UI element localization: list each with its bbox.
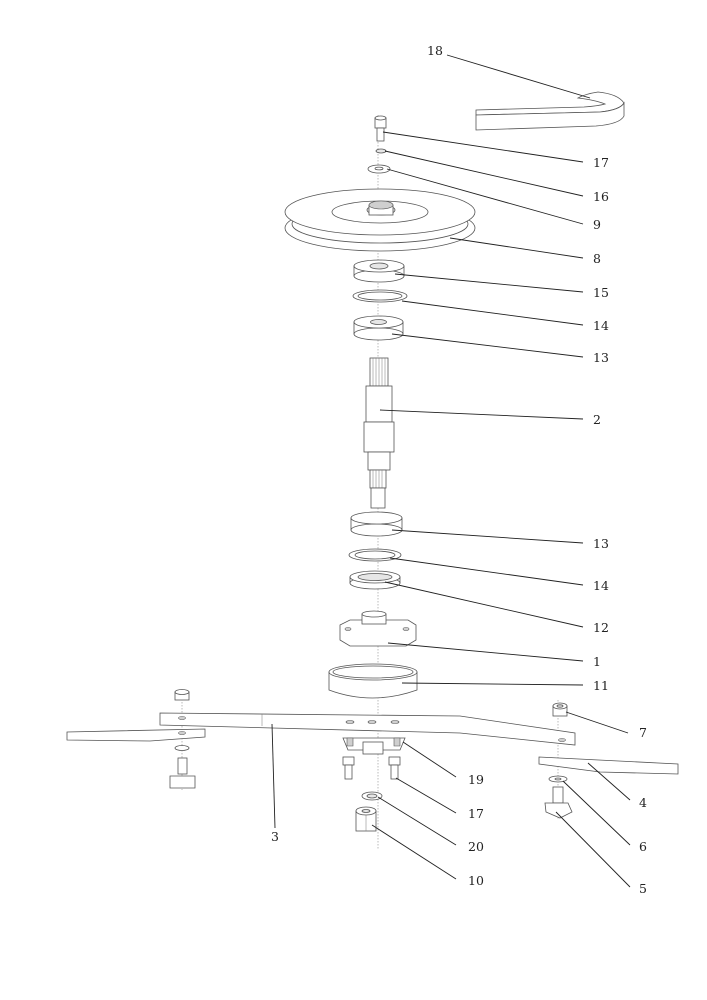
part-4-right-blade — [538, 756, 679, 775]
left-washer — [174, 745, 190, 751]
part-7-nut — [552, 702, 568, 717]
part-14-circlip-upper — [352, 289, 408, 303]
part-14-circlip-lower — [348, 548, 402, 562]
part-8-pulley — [284, 188, 476, 252]
leader-lines — [271, 54, 631, 888]
callout-9: 9 — [593, 217, 601, 232]
part-20-washer — [361, 791, 383, 801]
part-18-curved-guard — [475, 91, 625, 131]
callout-11: 11 — [593, 678, 609, 693]
callout-13-lower: 13 — [593, 536, 609, 551]
callout-17-lower: 17 — [468, 806, 484, 821]
part-13-bearing-lower — [350, 511, 403, 537]
callout-8: 8 — [593, 251, 601, 266]
callout-2: 2 — [593, 412, 601, 427]
callout-14-upper: 14 — [593, 318, 609, 333]
part-11-cover-ring — [328, 663, 418, 699]
part-1-housing — [339, 610, 417, 647]
left-bolt — [169, 757, 196, 789]
part-12-seal — [349, 570, 401, 590]
part-5-bolt — [544, 786, 573, 819]
callout-10: 10 — [468, 873, 484, 888]
part-2-spindle-shaft — [363, 357, 395, 509]
callout-12: 12 — [593, 620, 609, 635]
left-top-nut — [174, 689, 190, 701]
left-blade — [66, 728, 206, 742]
part-10-nut — [355, 806, 377, 832]
callout-7: 7 — [639, 725, 647, 740]
callout-16: 16 — [593, 189, 609, 204]
callout-5: 5 — [639, 881, 647, 896]
callout-3: 3 — [271, 829, 279, 844]
part-17-top-bolt — [374, 115, 387, 142]
callout-labels: 18 17 16 9 8 15 14 13 2 13 14 12 1 11 7 … — [271, 43, 647, 896]
part-9-washer — [367, 164, 391, 174]
callout-13-upper: 13 — [593, 350, 609, 365]
callout-15: 15 — [593, 285, 609, 300]
part-15-spacer — [353, 259, 405, 283]
part-16-lock-washer — [375, 148, 387, 154]
callout-17-top: 17 — [593, 155, 609, 170]
part-13-bearing-upper — [353, 315, 404, 341]
callout-14-lower: 14 — [593, 578, 609, 593]
callout-1: 1 — [593, 654, 601, 669]
callout-4: 4 — [639, 795, 647, 810]
callout-20: 20 — [468, 839, 484, 854]
part-17-lower-bolts — [342, 756, 401, 780]
callout-18: 18 — [427, 43, 443, 58]
part-6-washer — [548, 775, 568, 783]
callout-6: 6 — [639, 839, 647, 854]
part-19-blade-clamp — [342, 737, 406, 755]
callout-19: 19 — [468, 772, 484, 787]
part-3-blade-bar — [159, 712, 576, 746]
